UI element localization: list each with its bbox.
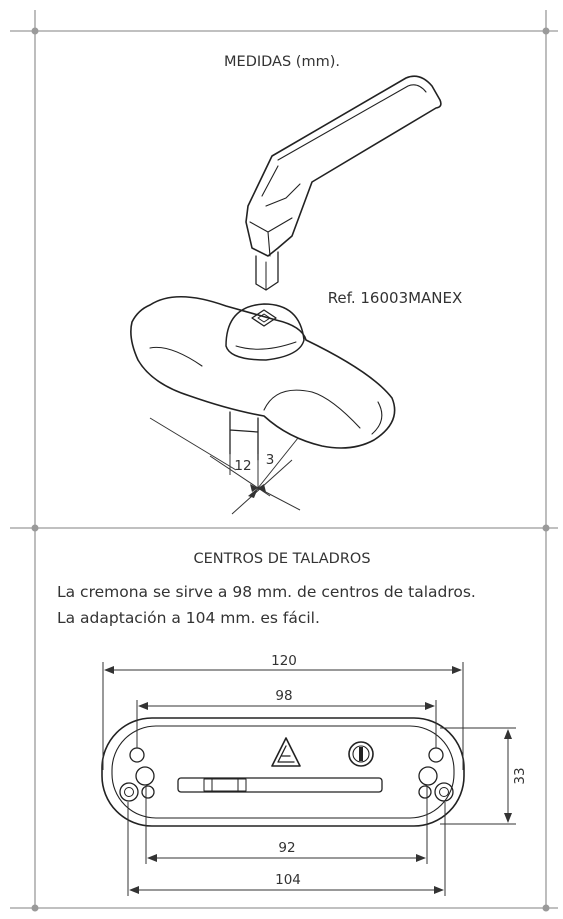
frame-corner-dot [31,27,39,35]
frame-corner-dot [31,904,39,912]
shaft-dimension-lines [149,417,301,515]
handle-lever-drawing [245,75,442,291]
lock-cylinder-icon [348,741,374,767]
rosette-base-drawing [130,295,396,461]
drill-hole [428,747,444,763]
dimension-104 [127,802,446,896]
plate-drawing [101,717,465,827]
description-line-2: La adaptación a 104 mm. es fácil. [57,609,320,627]
dimension-label-3: 3 [266,452,275,468]
dimension-label-104: 104 [275,872,301,888]
section-title-drill-centers: CENTROS DE TALADROS [193,551,370,567]
dimension-label-12: 12 [234,458,251,474]
dimension-label-120: 120 [271,653,297,669]
dimension-label-33: 33 [512,767,528,784]
frame [10,10,558,912]
dimension-33 [440,727,516,825]
frame-corner-dot [542,27,550,35]
dimension-120 [102,662,464,770]
logo-icon [271,737,301,767]
dimension-98 [136,700,437,748]
frame-corner-dot [542,904,550,912]
description-line-1: La cremona se sirve a 98 mm. de centros … [57,583,476,601]
reference-label: Ref. 16003MANEX [328,289,463,307]
frame-corner-dot [542,524,550,532]
dimension-92 [145,786,428,864]
dimension-label-98: 98 [275,688,292,704]
drill-hole [129,747,145,763]
section-title-measurements: MEDIDAS (mm). [224,54,340,70]
dimension-label-92: 92 [278,840,295,856]
frame-corner-dot [31,524,39,532]
